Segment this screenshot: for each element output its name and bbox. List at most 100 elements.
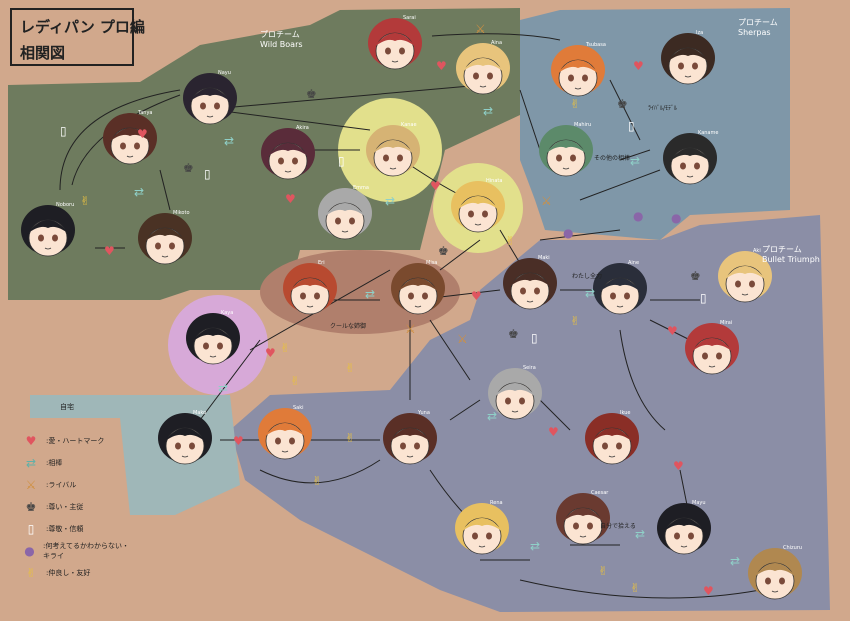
eye — [155, 242, 161, 250]
heart-icon: ♥ — [265, 346, 276, 360]
chess-king-icon: ♚ — [183, 161, 194, 175]
mouth — [616, 305, 624, 308]
character-face-seira: Seira — [488, 365, 542, 420]
eye — [275, 437, 281, 445]
mouth — [771, 590, 779, 593]
mouth — [608, 455, 616, 458]
handshake-icon: ⇄ — [134, 185, 144, 199]
handshake-icon: ⇄ — [365, 287, 375, 301]
character-name: Aine — [628, 260, 639, 266]
eye — [468, 210, 474, 218]
legend: ♥ :愛・ハートマーク ⇄ :相棒 ⚔ :ライバル ♚ :尊い・主従 ▯ :尊敬… — [22, 430, 132, 584]
speech-note-icon: ▯ — [700, 291, 707, 305]
eye — [765, 577, 771, 585]
mouth — [406, 455, 414, 458]
angry-face-icon: ● — [671, 211, 681, 225]
mouth — [206, 115, 214, 118]
bangs — [754, 563, 796, 577]
peace-sign-icon: ✌ — [280, 341, 290, 355]
handshake-icon: ⇄ — [25, 456, 37, 470]
eye — [678, 62, 684, 70]
character-face-aina: Aina — [456, 40, 510, 95]
eye — [408, 292, 414, 300]
eye — [505, 397, 511, 405]
character-face-saki: Saki — [258, 405, 312, 460]
mouth — [44, 247, 52, 250]
character-name: Hinata — [486, 178, 502, 184]
bangs — [599, 278, 641, 292]
chess-king-icon: ♚ — [25, 500, 37, 514]
eye — [602, 442, 608, 450]
heart-icon: ♥ — [436, 59, 447, 73]
team-label-bullet-triumph: プロチーム Bullet Triumph — [762, 245, 820, 265]
eye — [134, 142, 140, 150]
region-label-home: 自宅 — [60, 403, 74, 411]
bangs — [557, 60, 599, 74]
handshake-icon: ⇄ — [530, 539, 540, 553]
eye — [624, 292, 630, 300]
mouth — [126, 155, 134, 158]
eye — [289, 437, 295, 445]
mouth — [474, 223, 482, 226]
eye — [38, 234, 44, 242]
character-name: Mako — [193, 410, 206, 416]
character-face-kanae: Kanae — [366, 122, 420, 177]
bangs — [545, 140, 587, 154]
handshake-icon: ⇄ — [635, 527, 645, 541]
character-face-tanya: Tanya — [103, 110, 157, 165]
character-name: Misa — [426, 260, 437, 266]
speech-note-icon: ▯ — [60, 124, 67, 138]
character-name: Akira — [296, 125, 309, 131]
eye — [519, 397, 525, 405]
note-3: わたし全力 — [572, 272, 602, 280]
peace-sign-icon: ✌ — [25, 566, 37, 580]
character-face-maki: Maki — [503, 255, 557, 310]
handshake-icon: ⇄ — [585, 286, 595, 300]
character-face-misa: Misa — [391, 260, 445, 315]
mouth — [391, 60, 399, 63]
character-name: Kanae — [401, 122, 417, 128]
speech-note-icon: ▯ — [531, 331, 538, 345]
heart-icon: ♥ — [285, 192, 296, 206]
legend-row: ⇄ :相棒 — [22, 452, 132, 474]
eye — [692, 62, 698, 70]
heart-icon: ♥ — [703, 584, 714, 598]
note-5: クールな姉御 — [330, 322, 366, 330]
character-name: Noboru — [56, 202, 74, 208]
bangs — [374, 33, 416, 47]
character-face-mako: Mako — [158, 410, 212, 465]
bangs — [144, 228, 186, 242]
team-name: Wild Boars — [260, 40, 303, 49]
eye — [385, 47, 391, 55]
eye — [414, 442, 420, 450]
peace-sign-icon: ✌ — [505, 234, 515, 248]
legend-label: :尊敬・信頼 — [46, 525, 84, 533]
character-face-rena: Rena — [455, 500, 509, 555]
eye — [399, 47, 405, 55]
bangs — [189, 88, 231, 102]
eye — [487, 72, 493, 80]
eye — [702, 352, 708, 360]
mouth — [341, 230, 349, 233]
team-name: Bullet Triumph — [762, 255, 820, 264]
speech-note-icon: ▯ — [628, 119, 635, 133]
peace-sign-icon: ✌ — [345, 431, 355, 445]
mouth — [684, 75, 692, 78]
bangs — [461, 518, 503, 532]
mouth — [526, 300, 534, 303]
character-face-caesar: Caesar — [556, 490, 610, 545]
speech-note-icon: ▯ — [338, 154, 345, 168]
eye — [749, 280, 755, 288]
mouth — [574, 87, 582, 90]
bangs — [509, 273, 551, 287]
character-name: Mikoto — [173, 210, 190, 216]
character-face-nayu: Nayu — [183, 70, 237, 125]
mouth — [389, 167, 397, 170]
eye — [735, 280, 741, 288]
team-label-sherpas: プロチーム Sherpas — [738, 18, 778, 38]
heart-icon: ♥ — [633, 59, 644, 73]
eye — [694, 162, 700, 170]
heart-icon: ♥ — [104, 244, 115, 258]
eye — [534, 287, 540, 295]
eye — [680, 162, 686, 170]
